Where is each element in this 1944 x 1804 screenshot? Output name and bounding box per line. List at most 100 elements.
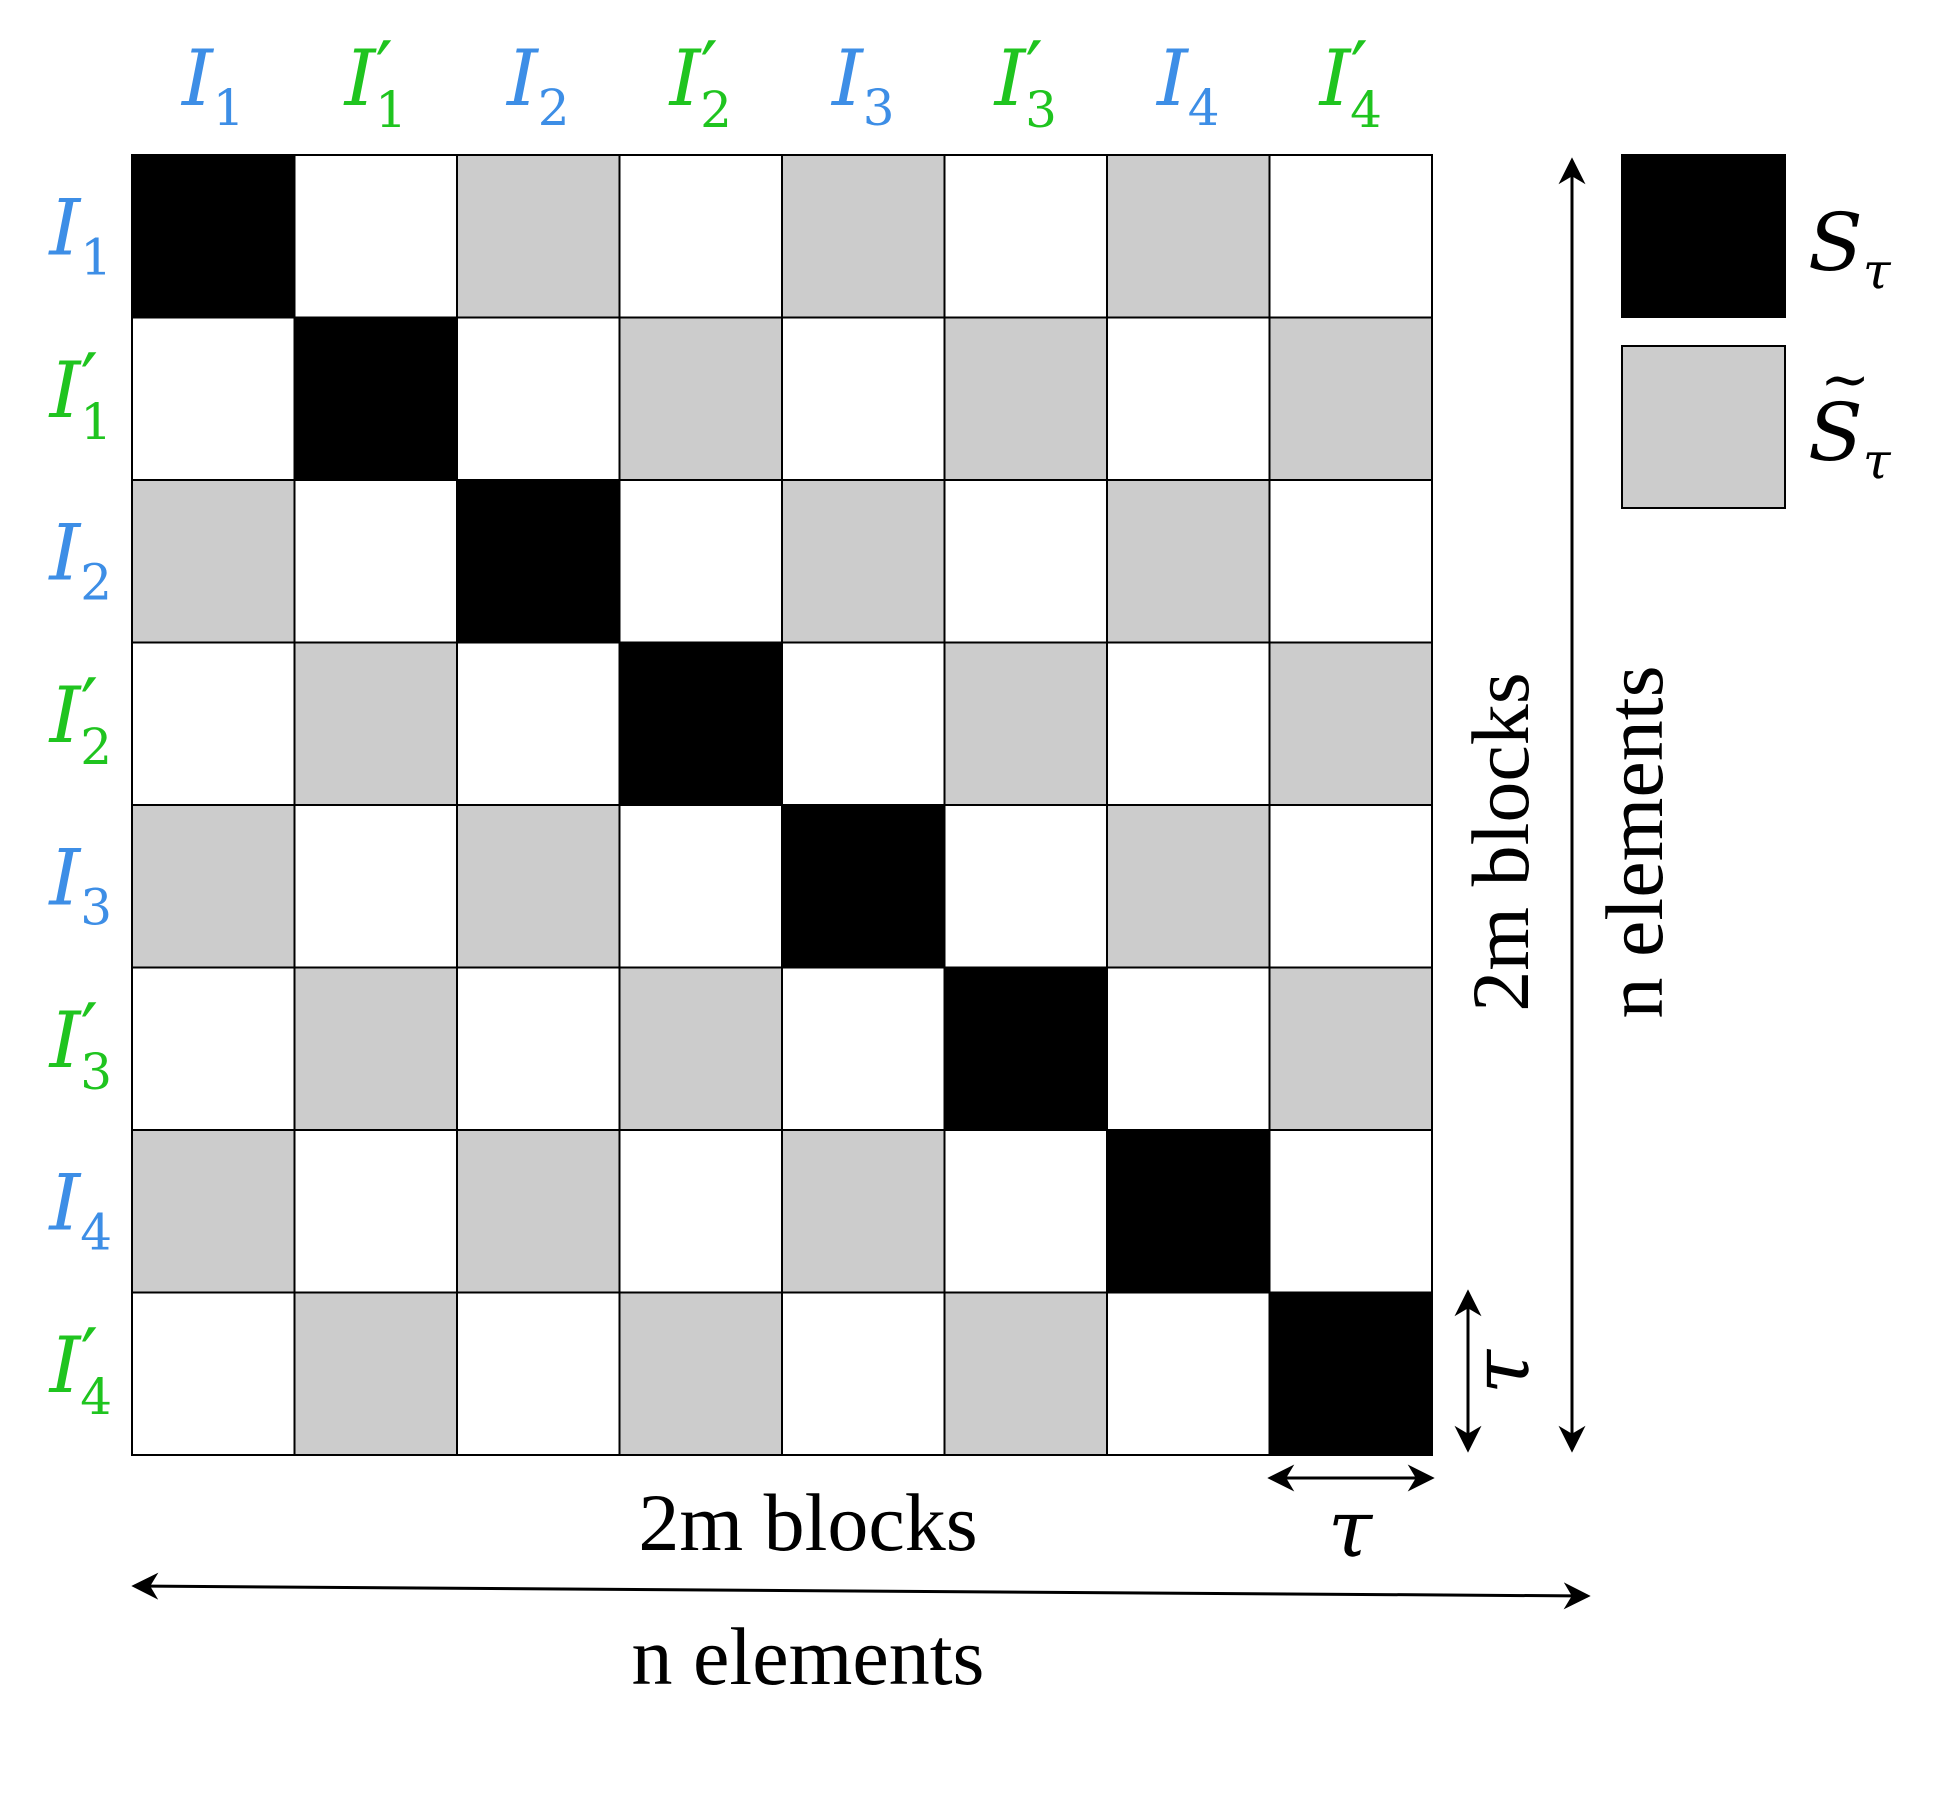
label-subscript: 2 — [80, 718, 112, 776]
label-base: I — [343, 34, 378, 124]
label-subscript: 3 — [80, 1043, 112, 1101]
white-block-r4-c7 — [1106, 641, 1271, 806]
white-block-r8-c7 — [1106, 1291, 1271, 1456]
diagonal-block-r1-c1 — [131, 154, 296, 319]
legend-symbol: S — [1808, 386, 1863, 479]
white-block-r4-c1 — [131, 641, 296, 806]
gray-block-r6-c2 — [293, 966, 458, 1131]
legend-subscript: τ — [1863, 432, 1892, 490]
blocks-vertical-label: 2m blocks — [1455, 672, 1546, 1011]
label-subscript: 1 — [213, 79, 245, 137]
label-base: I — [180, 34, 215, 124]
gray-block-r4-c6 — [943, 641, 1108, 806]
label-subscript: 2 — [700, 81, 732, 139]
column-label-5: I3 — [830, 34, 895, 137]
label-base: I — [505, 34, 540, 124]
gray-block-r2-c8 — [1268, 316, 1433, 481]
diagonal-block-r8-c8 — [1268, 1291, 1433, 1456]
tau-horizontal-label: τ — [1328, 1482, 1374, 1575]
white-block-r6-c3 — [456, 966, 621, 1131]
white-block-r6-c1 — [131, 966, 296, 1131]
label-base: I — [48, 671, 83, 761]
gray-block-r7-c3 — [456, 1129, 621, 1294]
gray-block-r3-c1 — [131, 479, 296, 644]
label-prime: ′ — [80, 1313, 98, 1403]
label-subscript: 2 — [80, 553, 112, 611]
gray-block-r4-c2 — [293, 641, 458, 806]
column-label-2: I′1 — [343, 26, 407, 139]
row-label-6: I′3 — [48, 988, 112, 1101]
white-block-r7-c2 — [293, 1129, 458, 1294]
white-block-r3-c6 — [943, 479, 1108, 644]
white-block-r3-c2 — [293, 479, 458, 644]
row-label-3: I2 — [47, 508, 112, 611]
column-label-3: I2 — [505, 34, 570, 137]
label-prime: ′ — [700, 26, 718, 116]
white-block-r2-c5 — [781, 316, 946, 481]
diagonal-block-r4-c4 — [618, 641, 783, 806]
diagonal-block-r7-c7 — [1106, 1129, 1271, 1294]
column-label-1: I1 — [180, 34, 245, 137]
white-block-r8-c5 — [781, 1291, 946, 1456]
row-label-1: I1 — [47, 183, 112, 286]
label-base: I — [668, 34, 703, 124]
label-base: I — [47, 1158, 82, 1248]
diagonal-block-r5-c5 — [781, 804, 946, 969]
column-label-8: I′4 — [1318, 26, 1382, 139]
block-matrix — [131, 154, 1433, 1456]
label-base: I — [47, 508, 82, 598]
white-block-r5-c6 — [943, 804, 1108, 969]
gray-block-r6-c4 — [618, 966, 783, 1131]
legend-swatch-s-tilde-tau — [1621, 345, 1786, 509]
label-base: I — [47, 183, 82, 273]
column-label-6: I′3 — [993, 26, 1057, 139]
white-block-r2-c3 — [456, 316, 621, 481]
gray-block-r1-c5 — [781, 154, 946, 319]
label-subscript: 1 — [375, 81, 407, 139]
white-block-r3-c4 — [618, 479, 783, 644]
blocks-horizontal-label: 2m blocks — [638, 1477, 977, 1568]
label-prime: ′ — [80, 663, 98, 753]
white-block-r2-c7 — [1106, 316, 1271, 481]
n-elements-vertical-label: n elements — [1589, 666, 1680, 1019]
white-block-r6-c5 — [781, 966, 946, 1131]
gray-block-r8-c2 — [293, 1291, 458, 1456]
diagonal-block-r2-c2 — [293, 316, 458, 481]
white-block-r1-c6 — [943, 154, 1108, 319]
row-label-5: I3 — [47, 833, 112, 936]
label-base: I — [48, 1321, 83, 1411]
label-prime: ′ — [80, 338, 98, 428]
white-block-r1-c4 — [618, 154, 783, 319]
gray-block-r2-c6 — [943, 316, 1108, 481]
column-label-7: I4 — [1155, 34, 1220, 137]
tilde-accent: ~ — [1820, 345, 1870, 415]
label-subscript: 4 — [80, 1368, 112, 1426]
white-block-r5-c4 — [618, 804, 783, 969]
label-subscript: 1 — [80, 393, 112, 451]
gray-block-r3-c7 — [1106, 479, 1271, 644]
gray-block-r1-c7 — [1106, 154, 1271, 319]
gray-block-r5-c3 — [456, 804, 621, 969]
diagonal-block-r6-c6 — [943, 966, 1108, 1131]
diagonal-block-r3-c3 — [456, 479, 621, 644]
tau-vertical-label: τ — [1454, 1348, 1547, 1394]
gray-block-r5-c7 — [1106, 804, 1271, 969]
label-prime: ′ — [375, 26, 393, 116]
gray-block-r1-c3 — [456, 154, 621, 319]
gray-block-r6-c8 — [1268, 966, 1433, 1131]
n-elements-horizontal-arrow — [131, 1572, 1591, 1610]
legend-swatch-s-tau — [1621, 154, 1786, 318]
gray-block-r8-c4 — [618, 1291, 783, 1456]
white-block-r4-c5 — [781, 641, 946, 806]
label-subscript: 2 — [538, 79, 570, 137]
column-label-4: I′2 — [668, 26, 732, 139]
white-block-r7-c8 — [1268, 1129, 1433, 1294]
label-base: I — [1318, 34, 1353, 124]
white-block-r3-c8 — [1268, 479, 1433, 644]
row-label-2: I′1 — [48, 338, 112, 451]
gray-block-r3-c5 — [781, 479, 946, 644]
label-prime: ′ — [1350, 26, 1368, 116]
